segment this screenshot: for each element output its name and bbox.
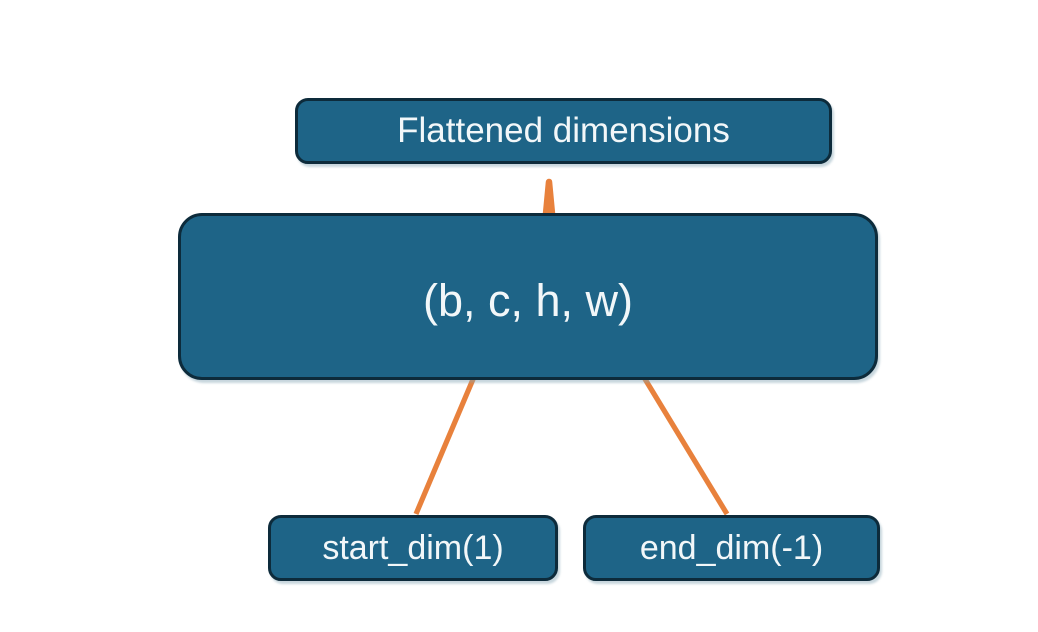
node-tensor-shape: (b, c, h, w) (178, 213, 878, 380)
flattened-dimensions-label: Flattened dimensions (397, 111, 730, 150)
tensor-shape-label: (b, c, h, w) (422, 274, 634, 326)
node-start-dim: start_dim(1) (268, 515, 558, 581)
end-dim-label: end_dim(-1) (639, 528, 824, 567)
start-dim-arrow-icon (413, 354, 485, 516)
node-flattened-dimensions: Flattened dimensions (295, 98, 832, 164)
node-end-dim: end_dim(-1) (583, 515, 880, 581)
start-dim-label: start_dim(1) (322, 528, 504, 567)
